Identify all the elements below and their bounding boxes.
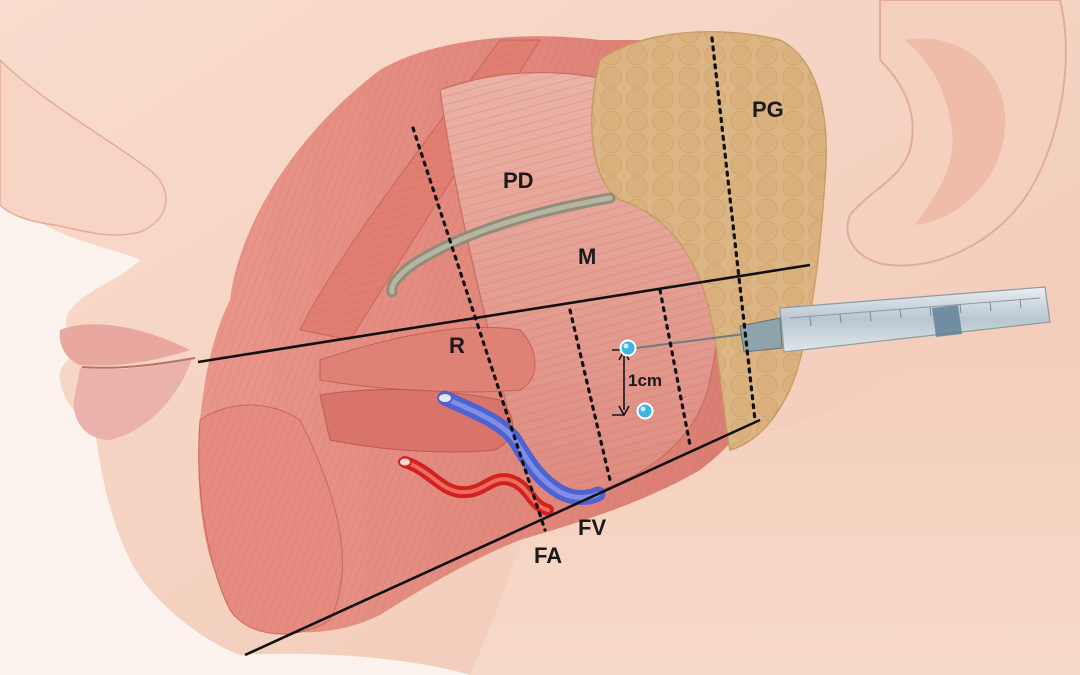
label-m: M bbox=[578, 244, 596, 269]
parotid-duct-highlight bbox=[389, 195, 613, 295]
label-r: R bbox=[449, 333, 465, 358]
label-fa: FA bbox=[534, 543, 562, 568]
risorius-muscle bbox=[319, 326, 536, 393]
dotted-guides bbox=[411, 36, 757, 532]
dotted-line-anterior bbox=[411, 126, 547, 532]
guide-line-upper bbox=[197, 263, 811, 364]
label-pg: PG bbox=[752, 97, 784, 122]
injection-point-icon bbox=[636, 402, 654, 420]
dotted-line-middle bbox=[568, 308, 612, 482]
syringe-hub bbox=[739, 317, 783, 353]
facial-vein-highlight bbox=[442, 395, 601, 500]
syringe-scale bbox=[789, 297, 1041, 319]
ear-inner bbox=[905, 38, 1006, 225]
dotted-line-parotid bbox=[710, 36, 757, 422]
nose bbox=[0, 58, 167, 236]
lip-line bbox=[81, 357, 196, 369]
neck-skin bbox=[470, 300, 1080, 675]
chin-muscle-fibers bbox=[198, 405, 343, 634]
syringe-icon bbox=[627, 286, 1051, 353]
label-fv: FV bbox=[578, 515, 606, 540]
upper-lip bbox=[59, 324, 190, 366]
facial-artery-end bbox=[398, 456, 412, 468]
lower-lip bbox=[73, 358, 192, 440]
syringe-needle bbox=[627, 332, 753, 350]
syringe-ticks bbox=[809, 298, 1022, 327]
facial-vein-end bbox=[437, 392, 453, 404]
dotted-line-posterior bbox=[658, 288, 692, 447]
label-pd: PD bbox=[503, 168, 534, 193]
label-distance: 1cm bbox=[628, 371, 662, 390]
syringe-barrel bbox=[779, 286, 1051, 353]
guide-line-lower bbox=[244, 418, 761, 657]
facial-artery-highlight bbox=[403, 460, 550, 512]
syringe-plunger bbox=[932, 305, 962, 337]
injection-point-icon bbox=[619, 339, 637, 357]
